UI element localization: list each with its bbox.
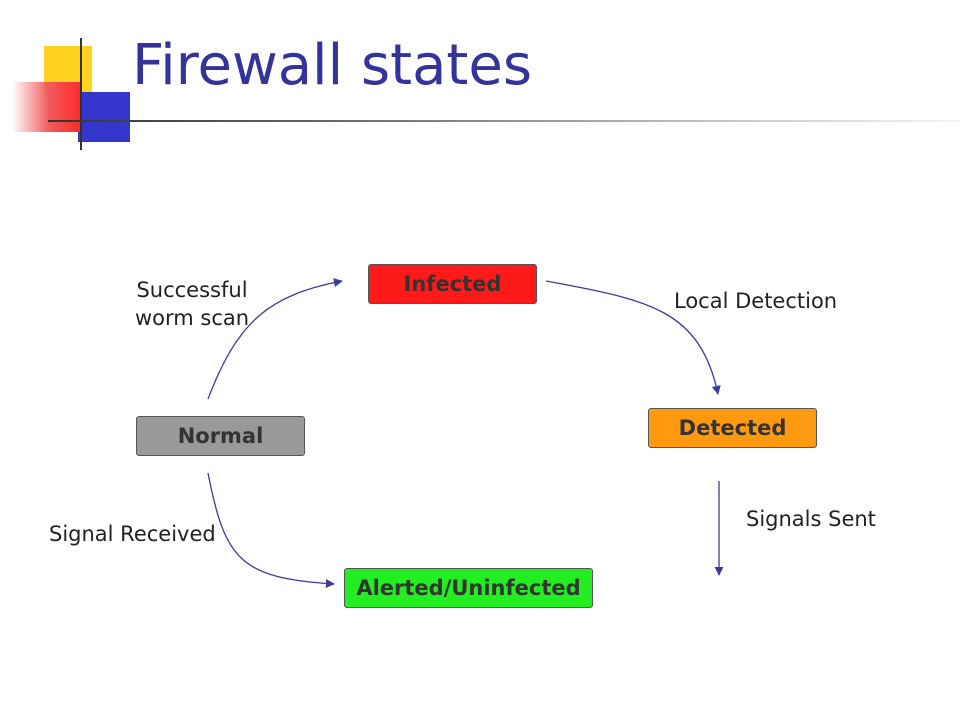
decor-blue-square [78,92,130,142]
state-infected: Infected [368,264,537,304]
arrow-infected-to-detected [545,280,721,395]
label-successful-worm-scan: Successful worm scan [134,278,250,330]
arrow-normal-to-infected [207,278,343,400]
title-underline [48,120,960,122]
slide-title: Firewall states [132,33,533,98]
state-alerted-uninfected: Alerted/Uninfected [344,568,593,608]
label-signals-sent: Signals Sent [746,507,876,531]
state-detected: Detected [648,408,817,448]
state-normal: Normal [136,416,305,456]
label-local-detection: Local Detection [674,289,838,313]
decor-vertical-line [80,38,82,150]
arrow-normal-to-alerted [207,472,335,588]
label-signal-received: Signal Received [49,522,216,546]
decor-red-square [12,82,80,132]
